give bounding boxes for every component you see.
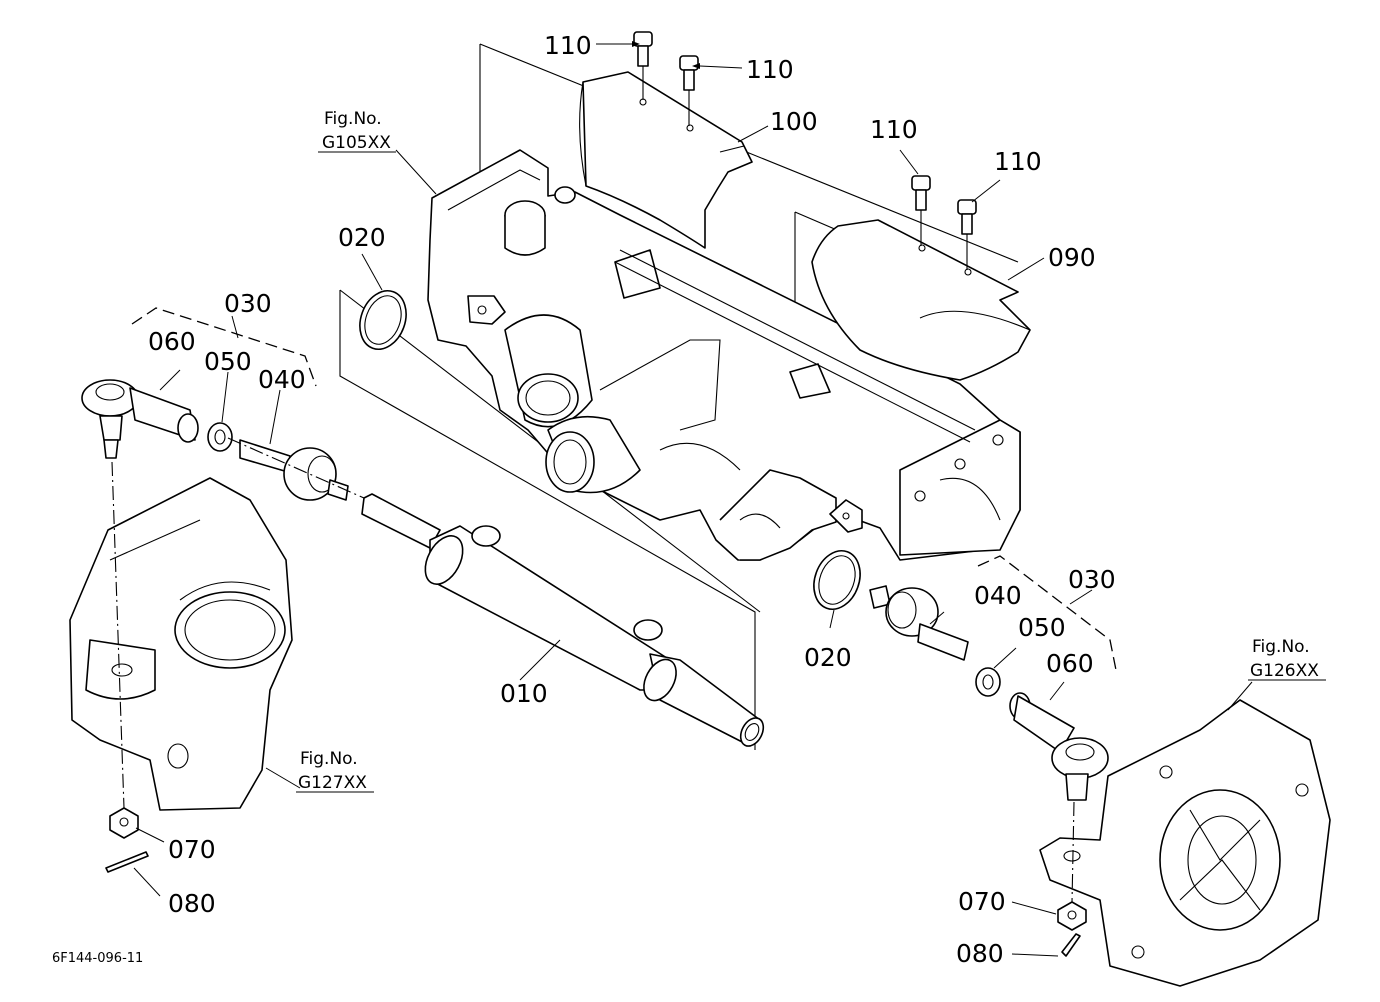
label-030-right: 030: [1068, 565, 1116, 594]
label-110-c: 110: [870, 115, 918, 144]
label-040-right: 040: [974, 581, 1022, 610]
label-020-right: 020: [804, 643, 852, 672]
group-bracket-030-left: [131, 307, 317, 387]
label-110-d: 110: [994, 147, 1042, 176]
label-030-left: 030: [224, 289, 272, 318]
label-070-left: 070: [168, 835, 216, 864]
figure-reference-top: Fig.No. G105XX: [318, 109, 396, 153]
nut-050-left: [207, 422, 233, 452]
tie-rod-end-060-left: [81, 379, 199, 459]
castle-nut-070-right: [1057, 901, 1087, 931]
axle-housing-center: [427, 149, 1021, 561]
fig-ref-top-line2: G105XX: [322, 133, 391, 153]
label-080-left: 080: [168, 889, 216, 918]
label-050-right: 050: [1018, 613, 1066, 642]
center-lines: [111, 437, 1075, 903]
ball-joint-040-right: [869, 585, 969, 661]
fig-ref-left-line1: Fig.No.: [300, 749, 358, 769]
label-020-left: 020: [338, 223, 386, 252]
part-labels: 110 110 100 110 110 090 020 030 060 050 …: [148, 31, 1116, 968]
figure-reference-left: Fig.No. G127XX: [296, 749, 374, 793]
nut-050-right: [975, 667, 1001, 697]
group-bracket-030-right: [977, 555, 1117, 671]
snap-ring-020-right: [813, 550, 861, 610]
bolt-110-d: [957, 199, 977, 270]
cotter-pin-080-left: [105, 851, 149, 873]
fig-ref-left-line2: G127XX: [298, 773, 367, 793]
tie-rod-end-060-right: [1009, 692, 1109, 801]
castle-nut-070-left: [109, 807, 139, 839]
knuckle-housing-right: [1039, 699, 1331, 987]
label-060-right: 060: [1046, 649, 1094, 678]
label-080-right: 080: [956, 939, 1004, 968]
label-040-left: 040: [258, 365, 306, 394]
label-050-left: 050: [204, 347, 252, 376]
cotter-pin-080-right: [1061, 933, 1081, 957]
cover-090: [811, 219, 1031, 381]
label-090: 090: [1048, 243, 1096, 272]
label-110-a: 110: [544, 31, 592, 60]
bolt-110-a: [633, 31, 653, 100]
leader-lines: [133, 41, 1253, 957]
fig-ref-top-line1: Fig.No.: [324, 109, 382, 129]
cover-100: [579, 71, 753, 249]
bolt-110-c: [911, 175, 931, 246]
drawing-code: 6F144-096-11: [52, 951, 143, 966]
fig-ref-right-line1: Fig.No.: [1252, 637, 1310, 657]
steering-cylinder-010: [361, 493, 765, 747]
fig-ref-right-line2: G126XX: [1250, 661, 1319, 681]
ball-joint-040-left: [239, 439, 349, 501]
knuckle-housing-left: [69, 477, 293, 811]
snap-ring-020-left: [359, 290, 407, 350]
bolt-110-b: [679, 55, 699, 126]
label-070-right: 070: [958, 887, 1006, 916]
label-010: 010: [500, 679, 548, 708]
label-110-b: 110: [746, 55, 794, 84]
figure-reference-right: Fig.No. G126XX: [1248, 637, 1326, 681]
label-100: 100: [770, 107, 818, 136]
label-060-left: 060: [148, 327, 196, 356]
